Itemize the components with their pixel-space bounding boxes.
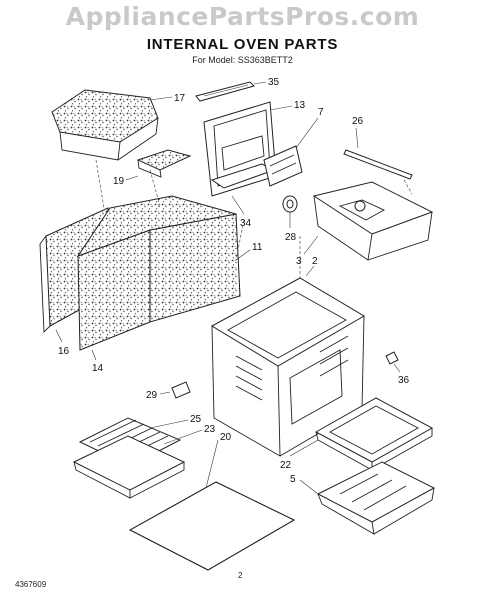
part-17-top-insulation[interactable] — [51, 89, 159, 161]
model-line: For Model: SS363BETT2 — [192, 55, 293, 65]
part-5-bottom-tray[interactable] — [316, 461, 436, 535]
callout-34: 34 — [240, 218, 252, 229]
part-22-oven-bottom[interactable] — [314, 397, 434, 471]
callout-2: 2 — [312, 256, 318, 267]
part-7-vent-shield[interactable] — [263, 145, 303, 187]
page-number: 2 — [238, 571, 243, 580]
callout-17: 17 — [174, 93, 186, 104]
site-watermark: AppliancePartsPros.com — [65, 2, 420, 31]
part-19-insulation-pad[interactable] — [136, 149, 192, 178]
part-3-oven-top[interactable] — [312, 181, 434, 261]
callout-3: 3 — [296, 256, 302, 267]
callout-28: 28 — [285, 232, 297, 243]
part-28-grommet[interactable] — [282, 195, 298, 213]
callout-22: 22 — [280, 460, 292, 471]
part-26-rod[interactable] — [343, 149, 413, 180]
part-13-vent-duct[interactable] — [203, 101, 277, 197]
callout-19: 19 — [113, 176, 125, 187]
callout-25: 25 — [190, 414, 202, 425]
callout-23: 23 — [204, 424, 216, 435]
part-35-vent-strip[interactable] — [195, 81, 255, 102]
callout-11: 11 — [252, 242, 263, 253]
callout-13: 13 — [294, 100, 306, 111]
callout-35: 35 — [268, 77, 280, 88]
callout-26: 26 — [352, 116, 364, 127]
callout-16: 16 — [58, 346, 70, 357]
callout-14: 14 — [92, 363, 104, 374]
callout-20: 20 — [220, 432, 232, 443]
part-23-broil-pan[interactable] — [72, 435, 186, 499]
callout-7: 7 — [318, 107, 324, 118]
diagram-title: INTERNAL OVEN PARTS — [146, 36, 339, 53]
part-29-bracket[interactable] — [171, 381, 191, 399]
callout-36: 36 — [398, 375, 410, 386]
part-36-clip[interactable] — [385, 351, 399, 365]
document-number: 4367609 — [15, 580, 47, 589]
callout-5: 5 — [290, 474, 296, 485]
part-14-wrap-insulation[interactable] — [76, 195, 241, 351]
callout-29: 29 — [146, 390, 158, 401]
part-20-oven-rack[interactable] — [128, 481, 296, 571]
